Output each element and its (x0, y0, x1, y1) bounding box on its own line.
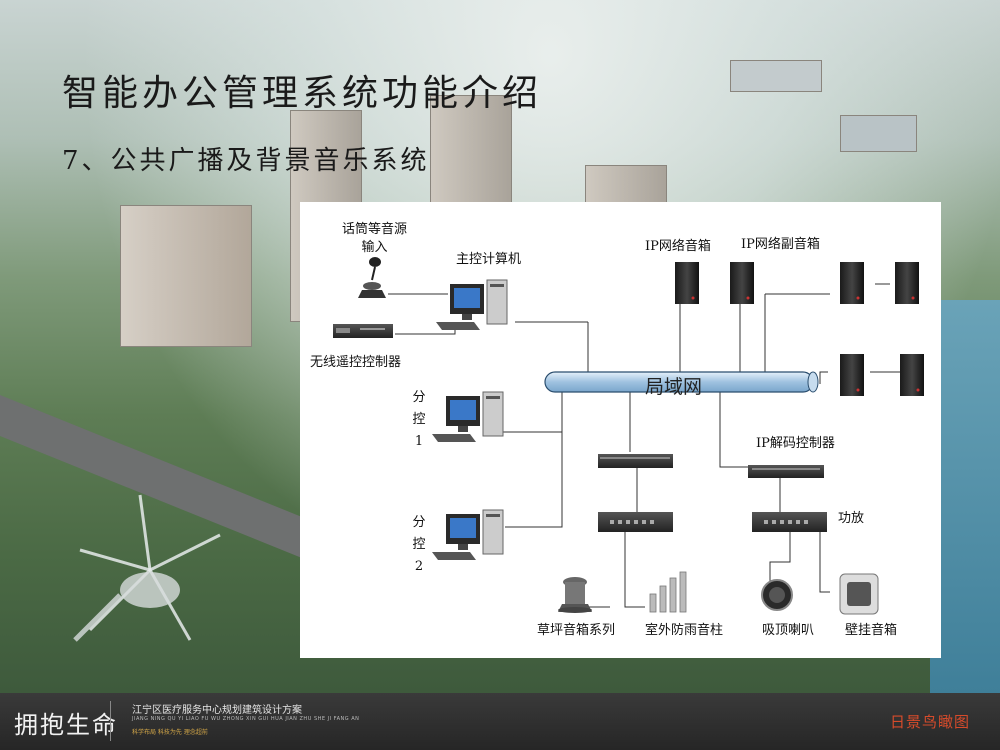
broadcast-system-diagram: 局域网 话筒等音源 输入 主控计算机 无线遥控控制器 分 控 1 分 控 2 I… (300, 202, 941, 658)
ip-sub-speaker-label: IP网络副音箱 (741, 237, 820, 252)
sub2-num: 2 (414, 559, 424, 574)
footer-slogan: 科学布局 科技为先 理念超前 (132, 729, 208, 736)
lan-label: 局域网 (645, 376, 703, 398)
footer-brand: 拥抱生命 (14, 711, 118, 739)
lan-pipe (544, 371, 819, 393)
amplifier-rack-left-icon (598, 512, 673, 532)
sub1-char1: 分 (412, 390, 426, 405)
building-far-right-2 (730, 60, 822, 92)
sub-control-1-label: 分 控 1 (412, 387, 426, 453)
slide-title: 智能办公管理系统功能介绍 (62, 73, 543, 114)
building-left (120, 205, 252, 347)
outdoor-column-icon (649, 571, 687, 613)
wall-speaker-icon (839, 573, 879, 615)
footer-project-pinyin: JIANG NING QU YI LIAO FU WU ZHONG XIN GU… (132, 716, 360, 722)
river (930, 300, 1000, 693)
mic-source-label: 话筒等音源 输入 (342, 222, 407, 256)
ip-speaker-label: IP网络音箱 (645, 239, 711, 254)
ip-sub-speaker-3-icon (840, 354, 864, 396)
outdoor-column-label: 室外防雨音柱 (645, 623, 724, 638)
main-computer-icon (436, 279, 508, 330)
building-far-right-1 (840, 115, 917, 152)
ip-sub-speaker-1-icon (840, 262, 864, 304)
footer-project-title: 江宁区医疗服务中心规划建筑设计方案 (132, 705, 302, 716)
ip-speaker-1-icon (675, 262, 699, 304)
footer-bar: 拥抱生命 江宁区医疗服务中心规划建筑设计方案 JIANG NING QU YI … (0, 693, 1000, 750)
ceiling-speaker-icon (761, 579, 793, 611)
footer-view-label: 日景鸟瞰图 (889, 713, 970, 731)
wall-speaker-label: 壁挂音箱 (845, 623, 898, 638)
ip-sub-speaker-4-icon (900, 354, 924, 396)
lawn-speaker-label: 草坪音箱系列 (537, 623, 616, 638)
mic-source-line2: 输入 (361, 240, 388, 255)
sub2-char1: 分 (412, 515, 426, 530)
helicopter-illustration (73, 494, 221, 642)
wireless-controller-label: 无线遥控控制器 (310, 355, 402, 370)
sub1-char2: 控 (412, 412, 426, 427)
sub2-char2: 控 (412, 537, 426, 552)
diagram-canvas (333, 257, 924, 615)
network-rack-device-icon (598, 454, 673, 468)
connection-lines (388, 283, 900, 608)
ip-decoder-icon (748, 465, 824, 478)
building-small-right (585, 165, 667, 207)
footer-divider (110, 701, 111, 741)
slide-subtitle: 7、公共广播及背景音乐系统 (62, 146, 430, 176)
sub-control-2-label: 分 控 2 (412, 512, 426, 578)
ip-decoder-label: IP解码控制器 (756, 436, 835, 451)
mic-source-line1: 话筒等音源 (342, 222, 408, 237)
main-computer-label: 主控计算机 (456, 252, 522, 267)
ip-speaker-2-icon (730, 262, 754, 304)
amplifier-label: 功放 (838, 511, 865, 526)
wireless-controller-icon (333, 324, 393, 338)
amplifier-rack-right-icon (752, 512, 827, 532)
sub1-num: 1 (414, 434, 424, 449)
sub-computer-2-icon (432, 509, 504, 560)
sub-computer-1-icon (432, 391, 504, 442)
ip-sub-speaker-2-icon (895, 262, 919, 304)
lawn-speaker-icon (558, 577, 592, 613)
ceiling-speaker-label: 吸顶喇叭 (762, 623, 815, 638)
microphone-icon (358, 257, 386, 298)
